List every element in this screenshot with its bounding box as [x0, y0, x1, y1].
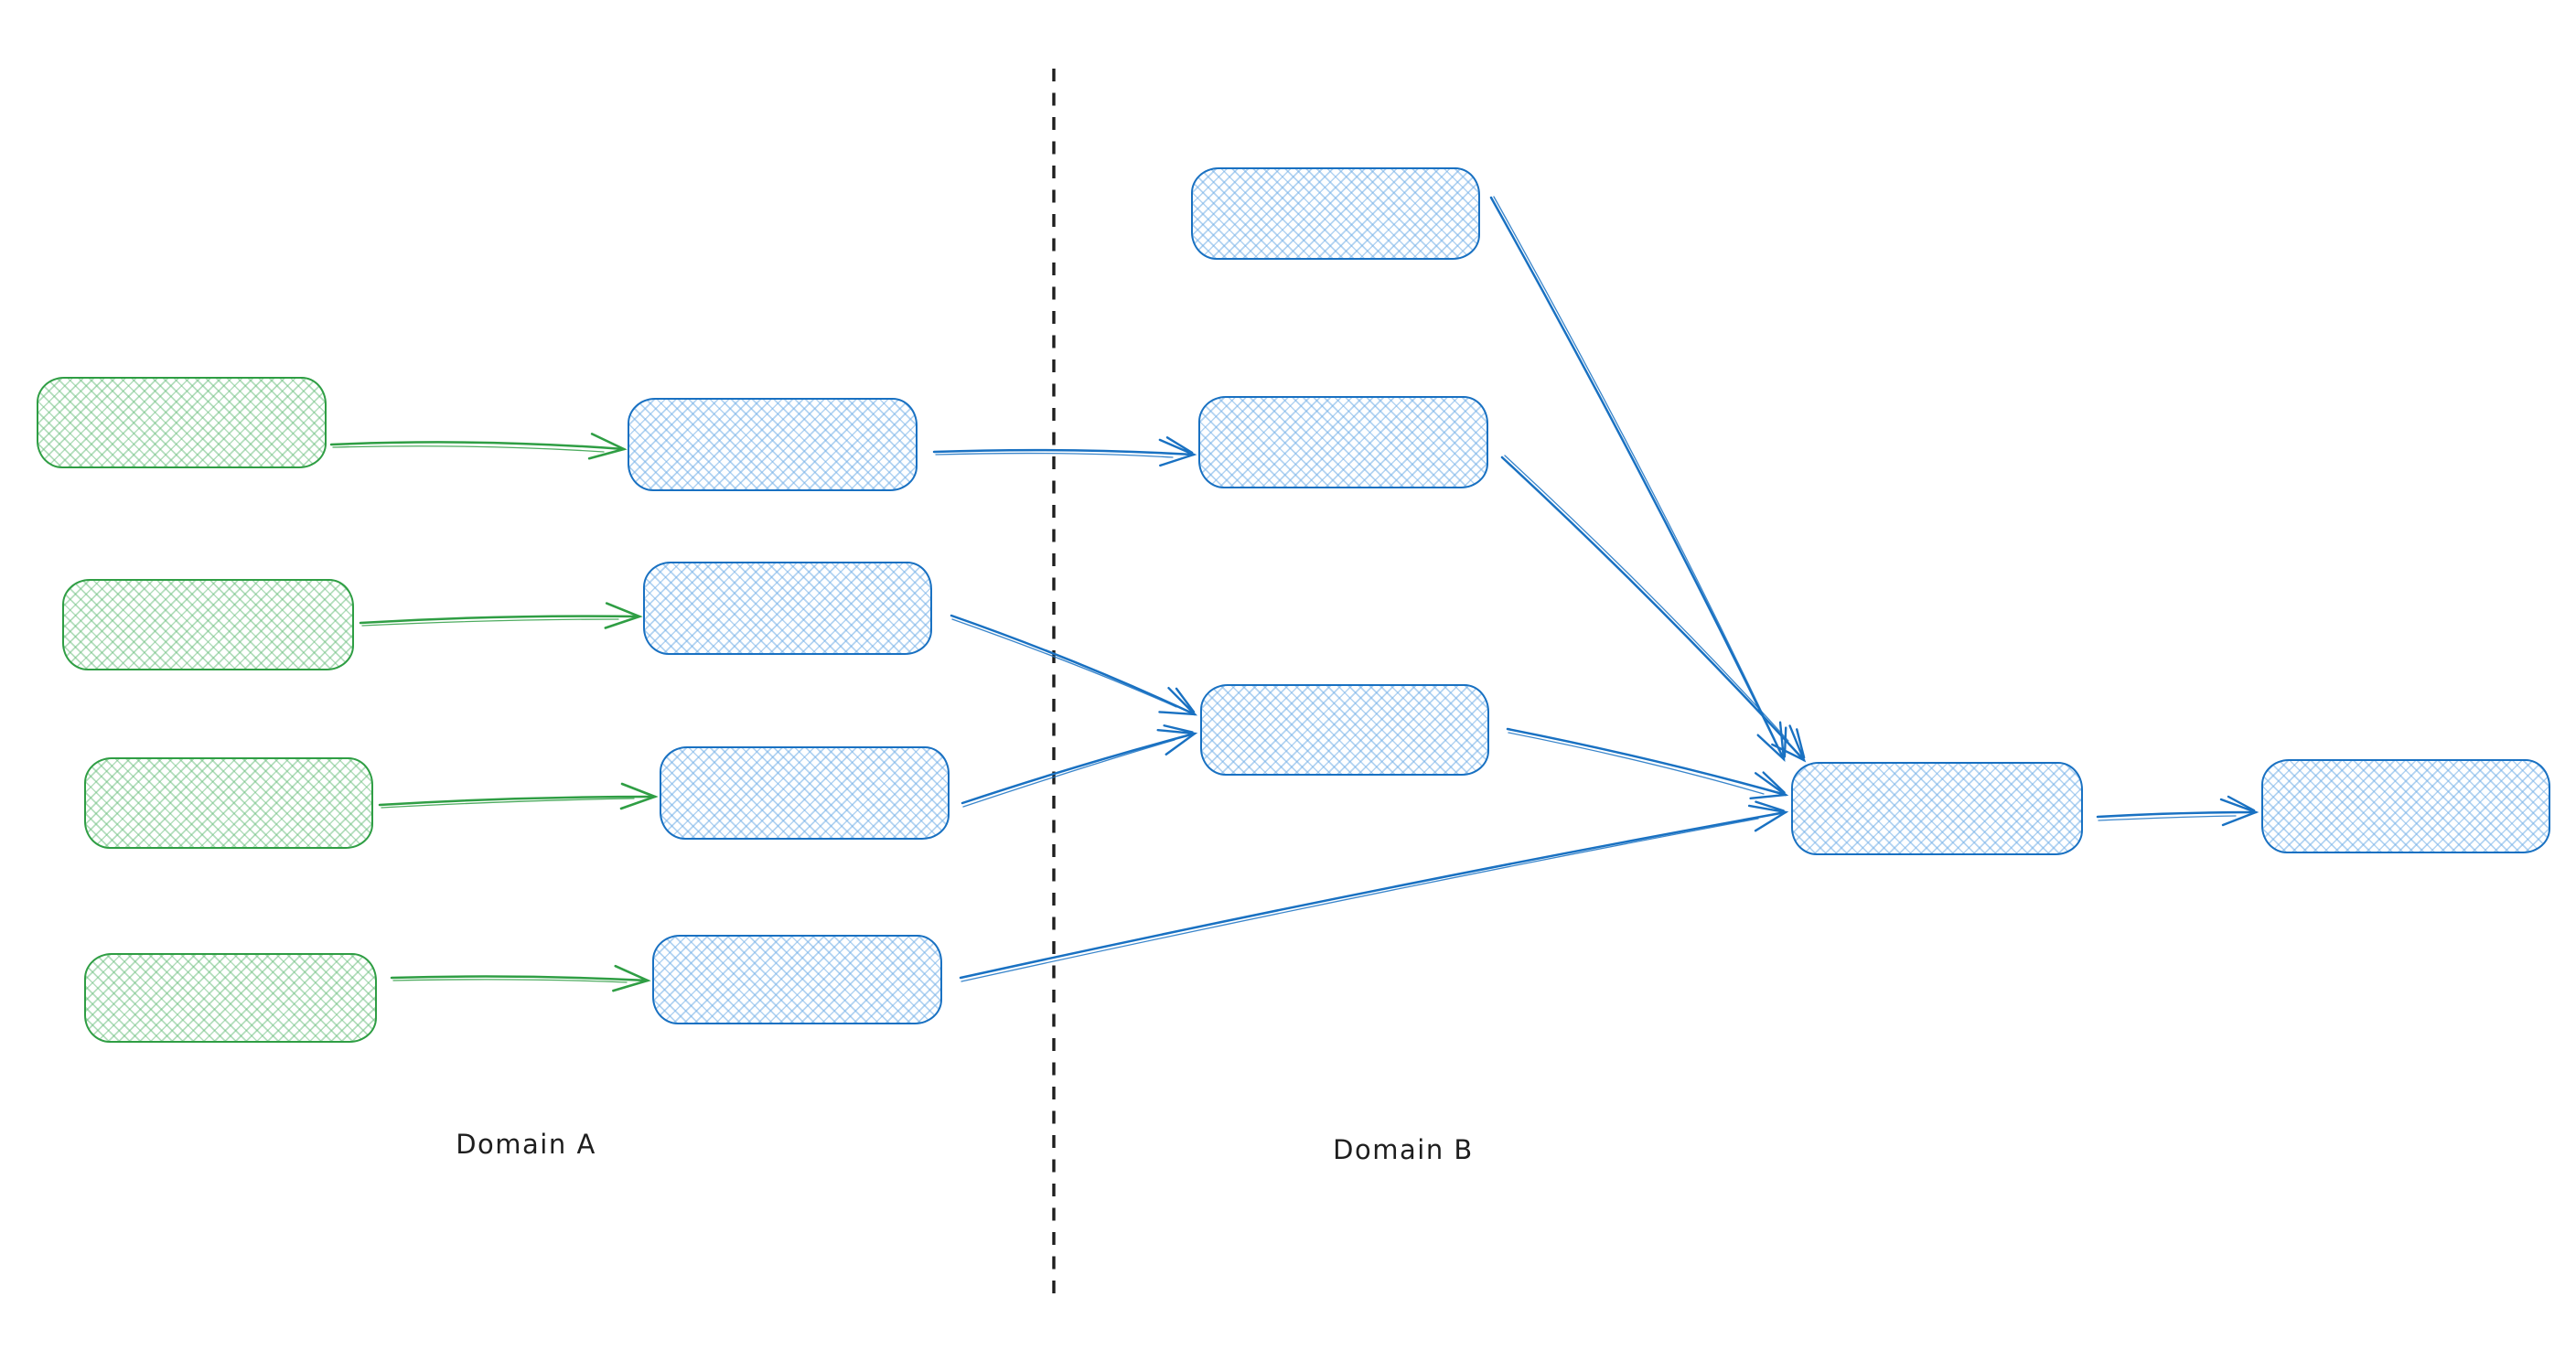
arrow-stage4-to-aggregator — [959, 800, 1789, 980]
arrow-source2-to-stage2 — [359, 602, 643, 629]
domain-a-source-4[interactable] — [84, 953, 377, 1043]
arrow-source1-to-stage1-sketch — [332, 445, 605, 453]
arrow-bnode2-to-aggregator-sketch — [1504, 455, 1789, 742]
domain-b-node-3[interactable] — [1200, 684, 1489, 776]
arrow-source2-to-stage2-sketch — [361, 618, 619, 627]
domain-b-node-1[interactable] — [1191, 167, 1480, 260]
domain-b-output[interactable] — [2261, 759, 2550, 853]
domain-b-aggregator[interactable] — [1791, 762, 2083, 855]
domain-a-source-1[interactable] — [37, 377, 327, 468]
domain-a-stage-3[interactable] — [660, 746, 950, 840]
arrow-bnode1-to-aggregator-sketch — [1493, 196, 1776, 740]
domain-a-label: Domain A — [456, 1129, 596, 1160]
arrow-bnode3-to-aggregator — [1506, 727, 1789, 800]
arrow-source4-to-stage4-sketch — [392, 979, 628, 983]
arrow-stage1-to-bnode2 — [932, 436, 1197, 467]
domain-b-label: Domain B — [1333, 1134, 1474, 1165]
arrow-source1-to-stage1 — [329, 433, 628, 460]
domain-a-stage-4[interactable] — [652, 935, 942, 1024]
arrow-stage1-to-bnode2-sketch — [935, 452, 1174, 458]
arrow-stage4-to-aggregator-sketch — [961, 818, 1759, 982]
domain-a-source-2[interactable] — [62, 579, 354, 670]
arrow-aggregator-to-output — [2096, 795, 2259, 827]
arrow-bnode2-to-aggregator — [1500, 456, 1807, 763]
arrow-source4-to-stage4 — [390, 964, 651, 992]
arrow-stage3-to-bnode3-sketch — [962, 739, 1175, 808]
arrow-stage2-to-bnode3-sketch — [951, 618, 1177, 708]
arrow-source3-to-stage3-sketch — [381, 798, 635, 809]
arrow-stage2-to-bnode3 — [950, 614, 1198, 716]
arrow-aggregator-to-output-sketch — [2098, 815, 2237, 821]
arrow-source3-to-stage3 — [378, 782, 659, 810]
domain-a-stage-2[interactable] — [643, 562, 932, 655]
arrow-stage3-to-bnode3 — [961, 724, 1198, 805]
domain-a-stage-1[interactable] — [628, 398, 918, 491]
domain-b-node-2[interactable] — [1198, 396, 1488, 488]
domain-a-source-3[interactable] — [84, 757, 373, 849]
arrow-bnode1-to-aggregator — [1489, 196, 1787, 763]
arrow-bnode3-to-aggregator-sketch — [1508, 732, 1765, 795]
